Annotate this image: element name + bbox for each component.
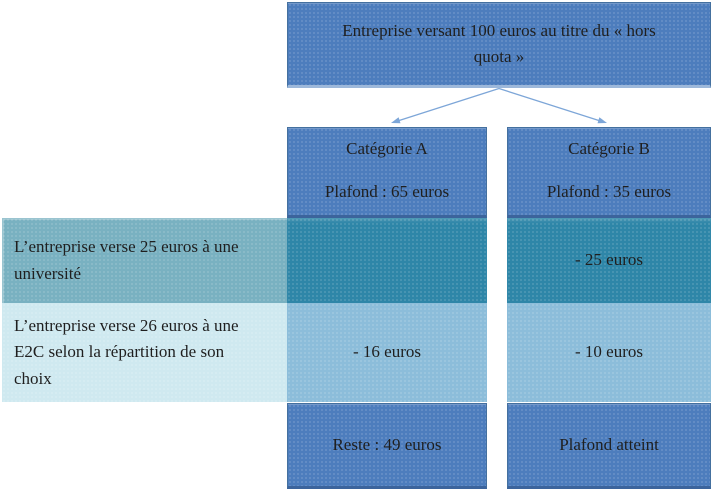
step-1-category-b-value: - 25 euros (575, 250, 643, 270)
category-b-plafond: Plafond : 35 euros (546, 182, 672, 201)
arrowhead-category-a-icon (391, 117, 401, 124)
step-1-category-b-cell: - 25 euros (507, 218, 711, 303)
step-2-text: L’entreprise verse 26 euros à une E2C se… (14, 315, 239, 388)
step-2-category-a-value: - 16 euros (353, 342, 421, 362)
category-a-title: Catégorie A (346, 138, 428, 158)
arrowhead-category-b-icon (597, 117, 607, 124)
category-a-header: Catégorie A Plafond : 65 euros (287, 127, 487, 218)
arrow-line-to-category-a (397, 87, 500, 122)
step-1-text: L’entreprise verse 25 euros à une univer… (14, 237, 239, 283)
result-category-b: Plafond atteint (507, 403, 711, 489)
step-2-category-b-value: - 10 euros (575, 342, 643, 362)
result-category-b-value: Plafond atteint (559, 434, 659, 454)
category-a-plafond: Plafond : 65 euros (324, 182, 450, 201)
root-node-label: Entreprise versant 100 euros au titre du… (342, 20, 656, 66)
result-category-a: Reste : 49 euros (287, 403, 487, 489)
step-2-category-b-cell: - 10 euros (507, 303, 711, 402)
step-2-category-a-cell: - 16 euros (287, 303, 487, 402)
step-2-label: L’entreprise verse 26 euros à une E2C se… (2, 303, 287, 402)
arrow-line-to-category-b (498, 87, 601, 122)
result-category-a-value: Reste : 49 euros (332, 434, 442, 454)
step-1-label: L’entreprise verse 25 euros à une univer… (2, 218, 287, 303)
step-1-category-a-cell (287, 218, 487, 303)
root-node: Entreprise versant 100 euros au titre du… (287, 2, 711, 88)
category-b-title: Catégorie B (568, 138, 650, 158)
category-b-header: Catégorie B Plafond : 35 euros (507, 127, 711, 218)
